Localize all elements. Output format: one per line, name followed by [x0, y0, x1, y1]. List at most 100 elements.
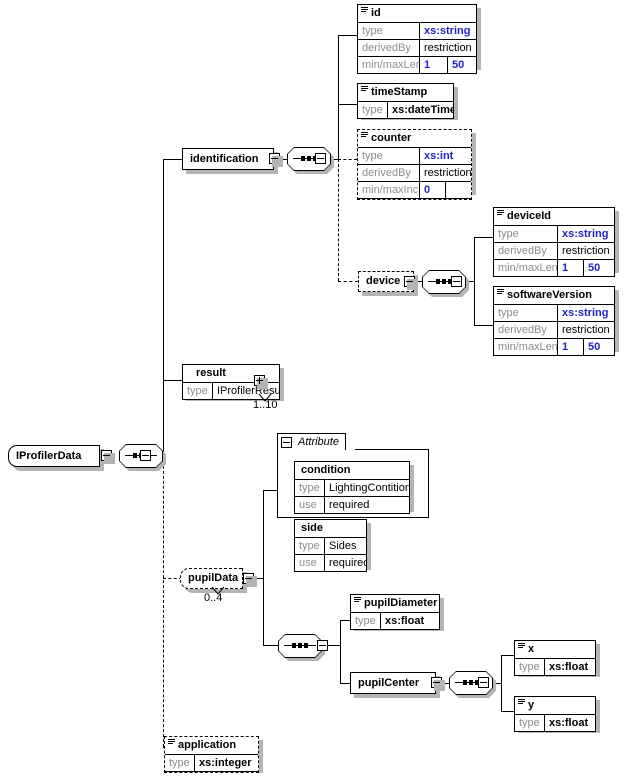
row-value: xs:float — [549, 717, 589, 729]
row-key: derivedBy — [358, 165, 420, 181]
attribute-group-capline — [355, 449, 429, 450]
element-pupilcenter[interactable]: pupilCenter — [350, 672, 440, 698]
row-key: min/maxLen — [358, 57, 420, 73]
row-value: restriction — [424, 42, 472, 54]
element-label: identification — [190, 152, 259, 165]
toggle-identification-sequence[interactable] — [315, 153, 326, 164]
table-row: derivedBy restriction — [494, 322, 614, 339]
element-title: counter — [358, 130, 471, 148]
row-value: Sides — [329, 540, 357, 552]
toggle-attribute-group[interactable] — [281, 437, 292, 448]
element-softwareversion[interactable]: softwareVersion type xs:string derivedBy… — [493, 286, 619, 356]
connector-pupildata-out — [253, 578, 263, 579]
element-name: pupilDiameter — [364, 597, 438, 609]
table-row: type xs:float — [515, 659, 595, 675]
toggle-device-sequence[interactable] — [451, 276, 462, 287]
connector-to-timestamp — [338, 104, 357, 105]
attribute-group-tab[interactable]: Attribute — [277, 433, 346, 450]
toggle-device[interactable] — [404, 276, 418, 290]
connector-identification-bus-dashed — [338, 159, 339, 281]
attribute-title: side — [295, 520, 366, 538]
table-row: type xs:float — [515, 715, 595, 731]
connector-to-deviceid — [474, 237, 493, 238]
element-timestamp[interactable]: timeStamp type xs:dateTime — [357, 83, 458, 120]
table-row: type xs:string — [494, 305, 614, 322]
element-application[interactable]: application type xs:integer — [164, 736, 263, 773]
table-row: use required — [295, 555, 366, 571]
row-key: type — [515, 659, 545, 675]
row-value: xs:string — [562, 307, 609, 319]
connector-device-seq — [414, 281, 423, 282]
table-row: min/maxLen 1 50 — [494, 260, 614, 276]
attribute-name: side — [301, 522, 324, 534]
connector-trunk-solid — [163, 159, 164, 457]
connector-to-pupilcenter — [340, 683, 350, 684]
connector-to-counter — [338, 159, 357, 160]
toggle-result[interactable] — [254, 375, 268, 389]
row-value-max: 50 — [588, 262, 601, 274]
toggle-pupilcenter[interactable] — [431, 677, 445, 691]
connector-to-softwareversion — [474, 325, 493, 326]
element-type-icon — [168, 739, 175, 746]
element-counter[interactable]: counter type xs:int derivedBy restrictio… — [357, 129, 476, 200]
element-name: application — [178, 739, 237, 751]
element-name: deviceId — [507, 210, 552, 222]
row-key: min/maxIncl — [358, 182, 420, 198]
attribute-condition[interactable]: condition type LightingContitions use re… — [294, 461, 414, 514]
connector-to-identification — [163, 159, 182, 160]
table-row: type xs:string — [358, 23, 476, 40]
element-pupildata[interactable]: pupilData — [180, 568, 247, 593]
toggle-iprofilerdata[interactable] — [101, 450, 115, 464]
toggle-root-sequence[interactable] — [140, 450, 151, 461]
element-identification[interactable]: identification — [182, 148, 278, 174]
shadow — [257, 378, 268, 389]
shadow — [272, 156, 283, 167]
element-x[interactable]: x type xs:float — [514, 640, 600, 677]
connector-to-x — [501, 655, 514, 656]
connector-to-device — [338, 281, 358, 282]
toggle-identification[interactable] — [269, 153, 283, 167]
row-key: type — [515, 715, 545, 731]
element-label: IProfilerData — [16, 449, 82, 462]
toggle-pupil-sequence[interactable] — [317, 640, 328, 651]
table-row: type xs:float — [351, 613, 439, 629]
element-label: device — [366, 275, 401, 287]
connector-to-pupil-sequence — [263, 645, 278, 646]
element-id[interactable]: id type xs:string derivedBy restriction … — [357, 4, 481, 74]
row-key: type — [494, 305, 558, 321]
attribute-side[interactable]: side type Sides use required — [294, 519, 371, 572]
element-pupildiameter[interactable]: pupilDiameter type xs:float — [350, 594, 444, 631]
row-value-max — [446, 182, 471, 198]
attribute-name: condition — [301, 464, 351, 476]
table-row: min/maxLen 1 50 — [494, 339, 614, 355]
element-deviceid[interactable]: deviceId type xs:string derivedBy restri… — [493, 207, 619, 277]
sequence-icon-pupildata[interactable] — [278, 634, 325, 661]
element-iprofilerdata[interactable]: IProfilerData — [8, 445, 104, 471]
element-type-icon — [518, 643, 525, 650]
element-device[interactable]: device — [358, 271, 418, 296]
element-type-icon — [361, 86, 368, 93]
row-value: xs:float — [385, 615, 425, 627]
element-title: y — [515, 697, 595, 715]
element-title: x — [515, 641, 595, 659]
sequence-dots — [292, 643, 308, 648]
row-value: required — [329, 557, 366, 569]
toggle-pupilcenter-sequence[interactable] — [478, 677, 489, 688]
connector-bus-id-timestamp — [338, 35, 339, 104]
row-key: derivedBy — [358, 40, 420, 56]
connector-to-y — [501, 711, 514, 712]
element-y[interactable]: y type xs:float — [514, 696, 600, 733]
row-value: LightingContitions — [329, 482, 409, 494]
row-value-max: 50 — [452, 59, 465, 71]
table-row: min/maxIncl 0 — [358, 182, 471, 199]
row-value-min: 1 — [558, 339, 584, 355]
row-key: type — [165, 755, 195, 771]
toggle-pupildata[interactable] — [243, 573, 257, 587]
row-key: use — [295, 497, 325, 513]
element-name: counter — [371, 132, 412, 144]
sequence-dots — [463, 680, 479, 685]
element-name: softwareVersion — [507, 289, 592, 301]
cardinality-result: 1..10 — [253, 399, 278, 411]
element-name: id — [371, 7, 381, 19]
row-value: restriction — [424, 167, 471, 179]
